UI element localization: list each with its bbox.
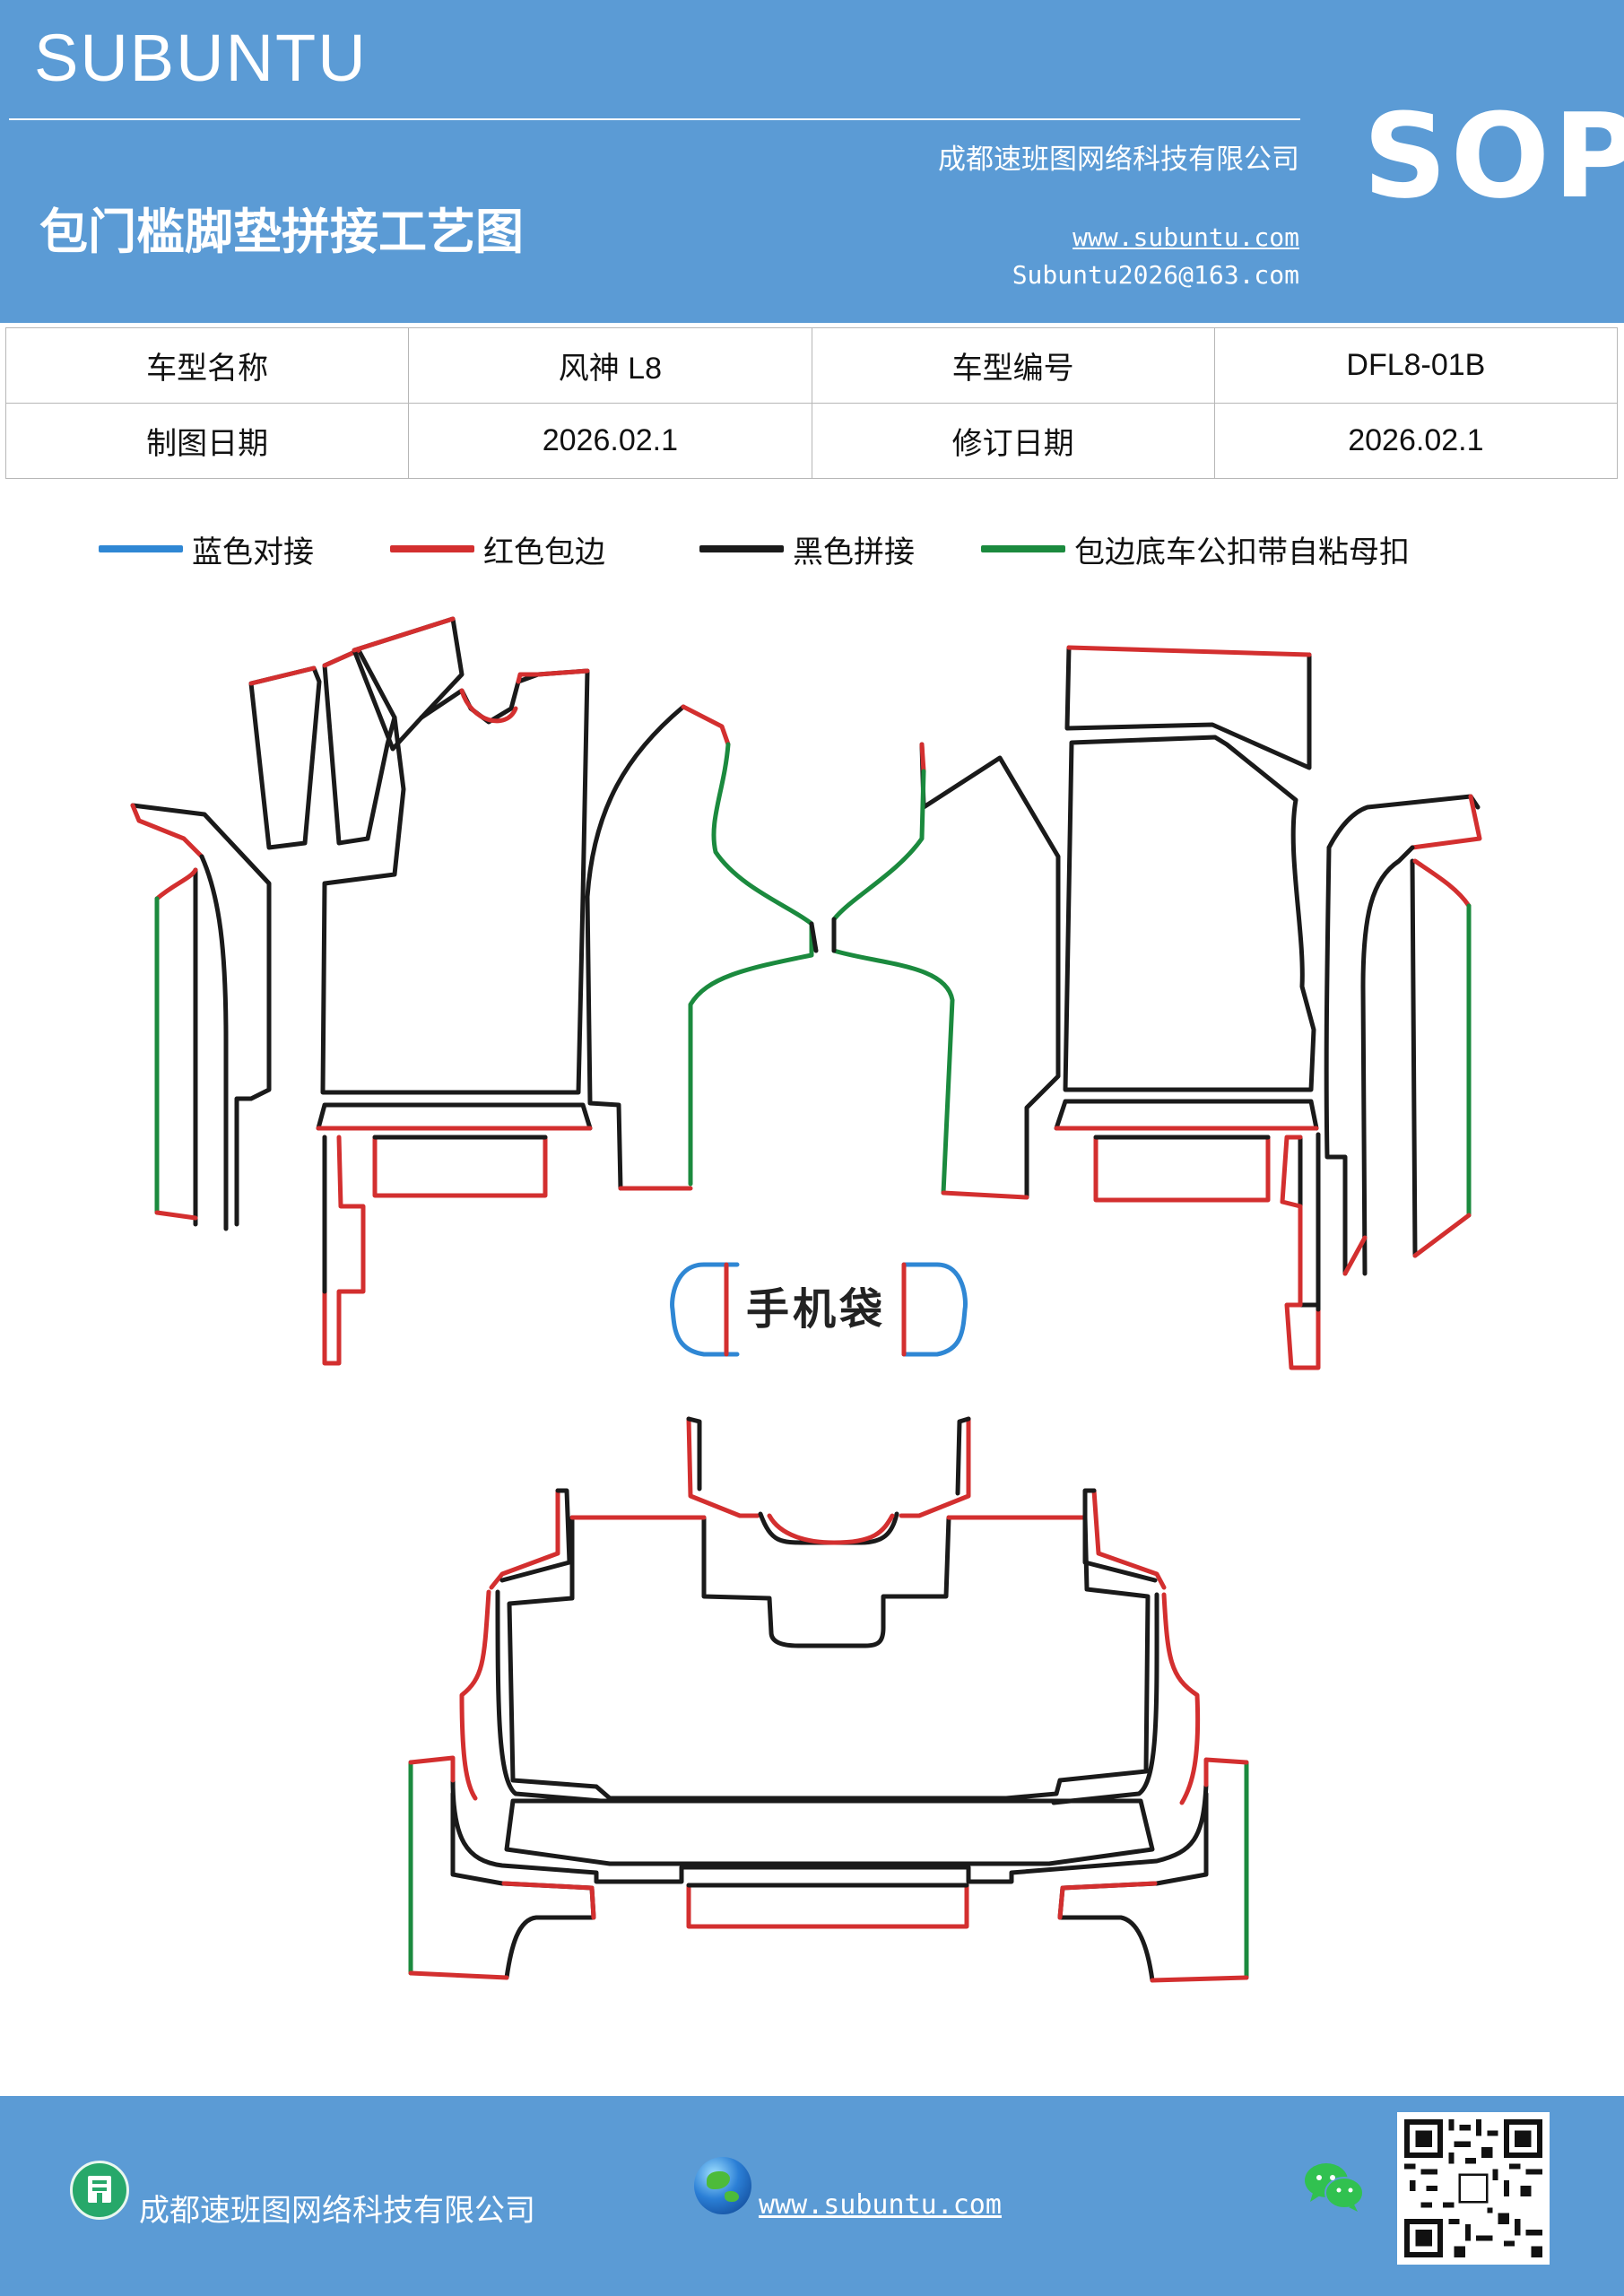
legend-item-black: 黑色拼接 [699, 522, 915, 576]
vehicle-info-table: 车型名称 风神 L8 车型编号 DFL8-01B 制图日期 2026.02.1 … [4, 327, 1619, 479]
legend-swatch-red [390, 545, 474, 552]
center-tunnel-left [585, 704, 819, 1191]
revision-date-value: 2026.02.1 [1213, 403, 1619, 479]
qr-code-icon [1397, 2112, 1550, 2265]
header-company-name: 成都速班图网络科技有限公司 [938, 144, 1299, 176]
footer-website-link[interactable]: www.subuntu.com [759, 2189, 1002, 2221]
table-row: 车型名称 风神 L8 车型编号 DFL8-01B [4, 327, 1619, 404]
line-legend: 蓝色对接 红色包边 黑色拼接 包边底车公扣带自粘母扣 [0, 522, 1624, 576]
legend-item-red: 红色包边 [390, 522, 605, 576]
page-footer: 成都速班图网络科技有限公司 www.subuntu.com [0, 2096, 1624, 2296]
draw-date-label: 制图日期 [4, 403, 410, 479]
globe-icon [694, 2157, 751, 2214]
header-website-link[interactable]: www.subuntu.com [1073, 222, 1299, 252]
wechat-icon[interactable] [1302, 2159, 1367, 2213]
sop-badge: SOP [1363, 88, 1624, 224]
legend-swatch-blue [99, 545, 183, 552]
header-email[interactable]: Subuntu2026@163.com [1012, 260, 1299, 290]
model-name-label: 车型名称 [4, 327, 410, 404]
legend-item-blue: 蓝色对接 [99, 522, 314, 576]
brand-name: SUBUNTU [34, 21, 368, 95]
model-code-label: 车型编号 [811, 327, 1215, 404]
document-title: 包门槛脚垫拼接工艺图 [39, 203, 524, 260]
header-divider [9, 118, 1300, 120]
legend-item-green: 包边底车公扣带自粘母扣 [981, 522, 1410, 576]
center-tunnel-right [831, 742, 1061, 1200]
page-header: SUBUNTU 包门槛脚垫拼接工艺图 成都速班图网络科技有限公司 www.sub… [0, 0, 1624, 323]
legend-label: 包边底车公扣带自粘母扣 [1074, 534, 1410, 570]
table-row: 制图日期 2026.02.1 修订日期 2026.02.1 [4, 403, 1619, 479]
draw-date-value: 2026.02.1 [408, 403, 812, 479]
legend-label: 红色包边 [483, 534, 605, 570]
legend-swatch-black [699, 545, 784, 552]
phone-pocket-label: 手机袋 [746, 1284, 887, 1335]
model-code-value: DFL8-01B [1213, 327, 1619, 404]
model-name-value: 风神 L8 [408, 327, 812, 404]
legend-label: 蓝色对接 [192, 534, 314, 570]
right-front-mat [1054, 645, 1482, 1370]
left-front-mat [130, 616, 593, 1366]
footer-company-name: 成都速班图网络科技有限公司 [139, 2193, 535, 2229]
legend-label: 黑色拼接 [793, 534, 915, 570]
legend-swatch-green [981, 545, 1065, 552]
building-icon [70, 2161, 129, 2220]
revision-date-label: 修订日期 [811, 403, 1215, 479]
rear-mat [408, 1416, 1249, 1983]
phone-pocket [670, 1262, 968, 1357]
